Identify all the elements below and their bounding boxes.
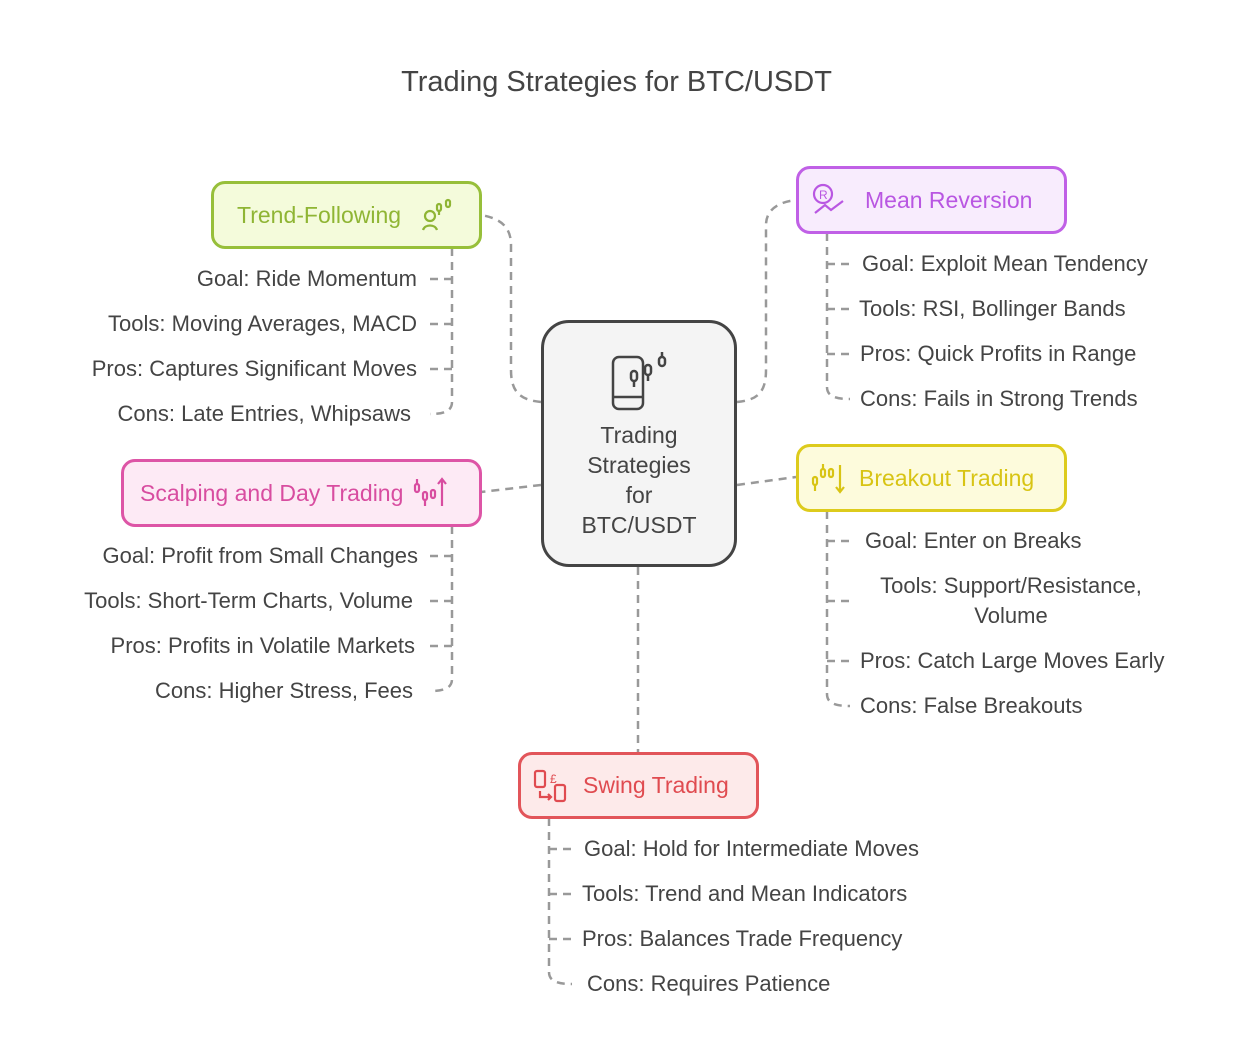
mean-item: Pros: Quick Profits in Range: [860, 341, 1137, 366]
scalping-item: Pros: Profits in Volatile Markets: [110, 633, 415, 658]
swing-item: Goal: Hold for Intermediate Moves: [584, 836, 920, 861]
scalping-item: Cons: Higher Stress, Fees: [155, 678, 413, 703]
node-label: Trend-Following: [237, 201, 402, 228]
node-label: Swing Trading: [583, 772, 729, 798]
scalping-item: Tools: Short-Term Charts, Volume: [84, 588, 413, 613]
spine-trend: [429, 248, 454, 416]
diagram-title: Trading Strategies for BTC/USDT: [401, 66, 832, 98]
node-swing-trading[interactable]: £ Swing Trading: [518, 752, 759, 819]
node-scalping-day-trading[interactable]: Scalping and Day Trading: [121, 459, 482, 527]
connector-trend: [480, 213, 542, 404]
breakout-item: Cons: False Breakouts: [860, 693, 1083, 718]
candlestick-down-icon: [811, 464, 845, 494]
swing-item: Cons: Requires Patience: [587, 971, 831, 996]
spine-breakout: [825, 511, 851, 708]
spine-mean: [825, 233, 851, 401]
node-mean-reversion[interactable]: R Mean Reversion: [796, 166, 1067, 234]
node-label: Scalping and Day Trading: [140, 479, 404, 506]
node-label: Mean Reversion: [865, 186, 1033, 213]
mobile-candlestick-icon: [611, 352, 667, 411]
connector-mean: [736, 198, 797, 404]
mean-item: Cons: Fails in Strong Trends: [860, 386, 1138, 411]
ticks: [430, 262, 850, 941]
breakout-item: Tools: Support/Resistance, Volume: [861, 571, 1161, 631]
central-label-line: Strategies: [587, 452, 691, 478]
connector-scalping: [480, 483, 542, 494]
node-trend-following[interactable]: Trend-Following: [211, 181, 482, 249]
trend-item: Goal: Ride Momentum: [196, 266, 417, 291]
central-label-line: Trading: [600, 422, 678, 448]
breakout-item: Pros: Catch Large Moves Early: [860, 648, 1165, 673]
exchange-icon: £: [533, 769, 567, 802]
svg-text:R: R: [819, 188, 828, 202]
mean-item: Goal: Exploit Mean Tendency: [862, 251, 1148, 276]
candlestick-up-icon: [414, 477, 448, 506]
swing-item: Tools: Trend and Mean Indicators: [582, 881, 908, 906]
central-node: Trading Strategies for BTC/USDT: [541, 320, 737, 567]
breakout-item-line: Volume: [974, 603, 1048, 628]
person-candlestick-icon: [422, 198, 452, 231]
trend-item: Cons: Late Entries, Whipsaws: [117, 401, 411, 426]
central-label-line: BTC/USDT: [581, 512, 697, 538]
spine-swing: [547, 818, 573, 986]
node-label: Breakout Trading: [859, 464, 1035, 491]
scalping-item: Goal: Profit from Small Changes: [102, 543, 418, 568]
trend-item: Tools: Moving Averages, MACD: [108, 311, 417, 336]
central-label-line: for: [625, 482, 653, 508]
svg-text:£: £: [550, 772, 557, 786]
connector-breakout: [736, 475, 797, 487]
trend-item: Pros: Captures Significant Moves: [91, 356, 417, 381]
node-breakout-trading[interactable]: Breakout Trading: [796, 444, 1067, 512]
breakout-item: Goal: Enter on Breaks: [865, 528, 1082, 553]
breakout-item-line: Tools: Support/Resistance,: [880, 573, 1142, 598]
coin-trend-icon: R: [812, 183, 844, 214]
swing-item: Pros: Balances Trade Frequency: [582, 926, 903, 951]
mean-item: Tools: RSI, Bollinger Bands: [859, 296, 1126, 321]
spine-scalping: [429, 526, 454, 693]
